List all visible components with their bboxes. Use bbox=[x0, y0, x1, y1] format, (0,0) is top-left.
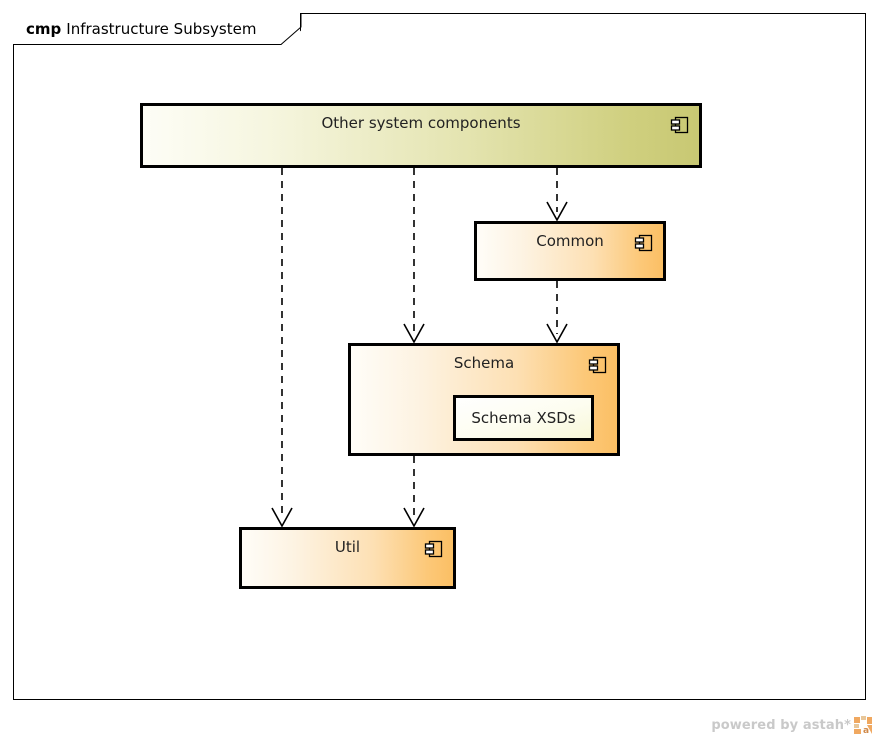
component-common[interactable]: Common bbox=[474, 221, 666, 281]
watermark-text: powered by astah* bbox=[711, 717, 851, 733]
artifact-label: Schema XSDs bbox=[471, 409, 576, 427]
component-icon bbox=[588, 356, 607, 374]
component-util[interactable]: Util bbox=[239, 527, 456, 589]
component-icon bbox=[424, 540, 443, 558]
component-label: Util bbox=[334, 538, 361, 556]
frame-kind-label: cmp bbox=[26, 20, 62, 38]
component-other-system-components[interactable]: Other system components bbox=[140, 103, 702, 168]
component-schema[interactable]: Schema Schema XSDs bbox=[348, 343, 620, 456]
component-label: Other system components bbox=[321, 114, 521, 132]
svg-text:a: a bbox=[863, 726, 869, 734]
artifact-schema-xsds[interactable]: Schema XSDs bbox=[453, 395, 594, 441]
frame-header-label: cmp Infrastructure Subsystem bbox=[13, 13, 301, 45]
component-icon bbox=[670, 116, 689, 134]
frame-title-label: Infrastructure Subsystem bbox=[66, 20, 257, 38]
astah-logo-icon: a bbox=[854, 716, 872, 734]
watermark: powered by astah* a bbox=[711, 716, 872, 734]
component-label: Schema bbox=[453, 354, 515, 372]
diagram-frame bbox=[13, 13, 866, 700]
component-icon bbox=[634, 234, 653, 252]
